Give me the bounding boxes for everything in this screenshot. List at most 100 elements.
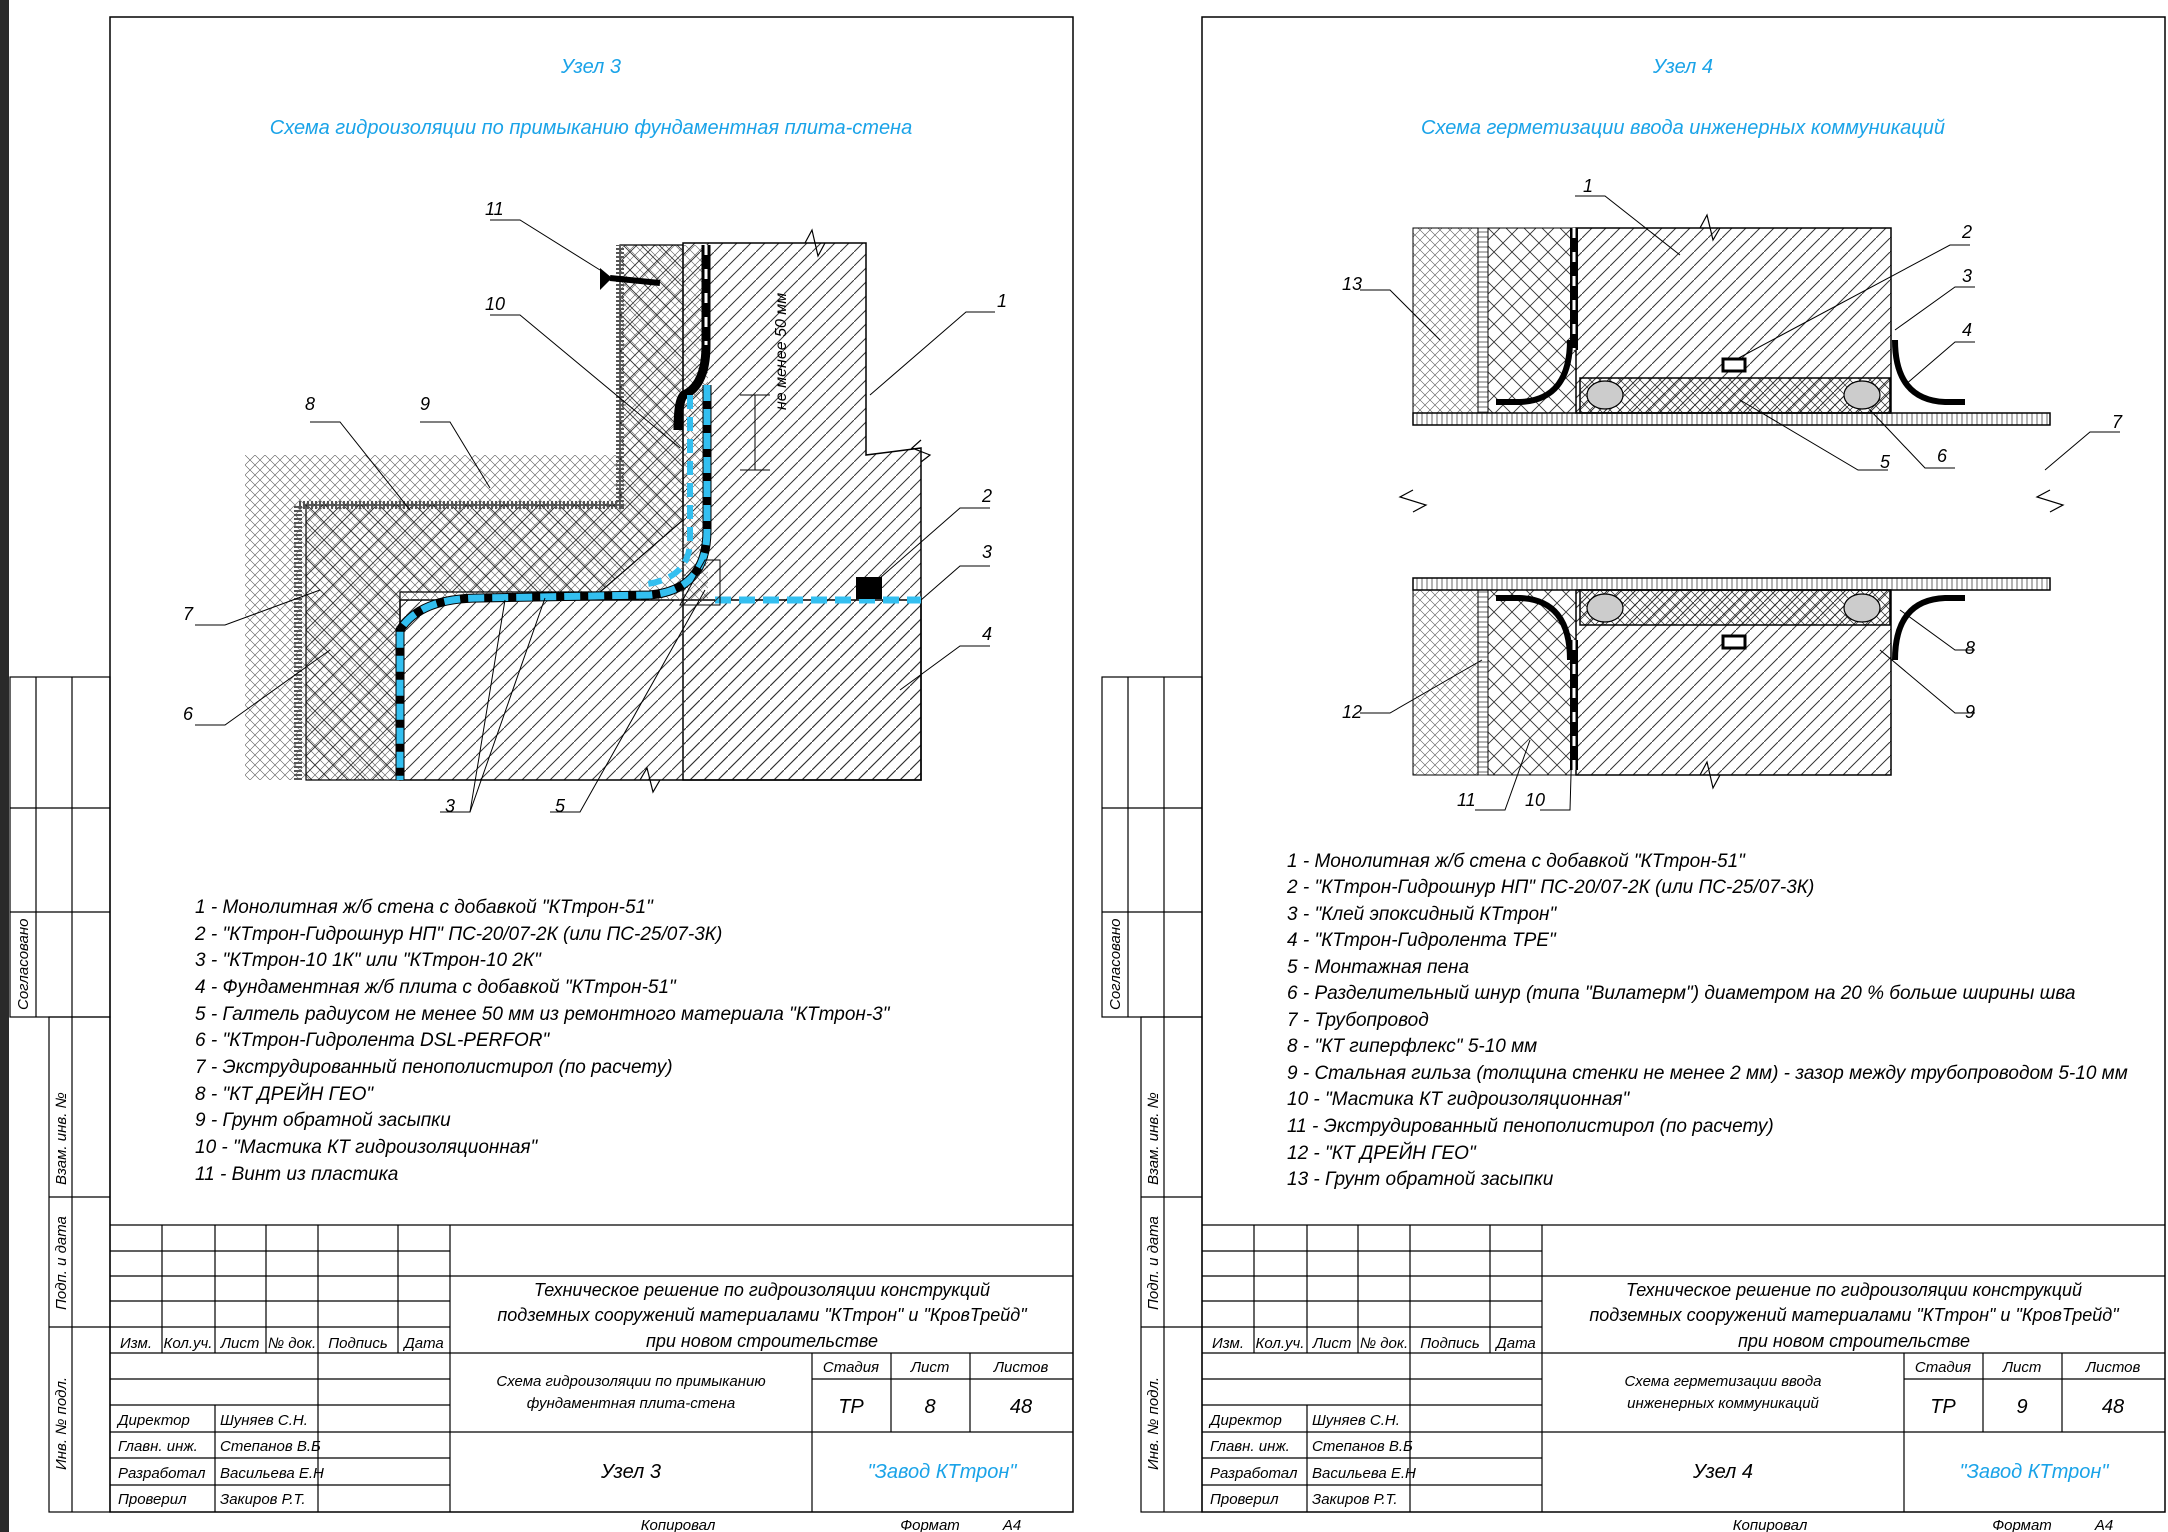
hdr-doc: № док.: [1360, 1335, 1408, 1352]
name-check: Закиров Р.Т.: [1312, 1491, 1398, 1508]
mounting-foam: [1579, 377, 1891, 414]
callout-3: 3: [982, 542, 992, 562]
insulation-foam: [305, 244, 684, 781]
separator-cord: [1586, 380, 1624, 410]
legend-item: 12 - "КТ ДРЕЙН ГЕО": [1287, 1142, 1477, 1164]
callout-1: 1: [1583, 176, 1593, 196]
sheet-value: 8: [924, 1396, 935, 1418]
company-name: "Завод КТтрон": [867, 1461, 1017, 1483]
project-line-1: Техническое решение по гидроизоляции кон…: [1626, 1280, 2082, 1300]
sheet-node-3: Согласовано Взам. инв. № Подп. и дата Ин…: [9, 16, 1074, 1532]
hdr-list: Лист: [220, 1335, 260, 1352]
role-check: Проверил: [118, 1491, 187, 1508]
legend-item: 10 - "Мастика КТ гидроизоляционная": [1287, 1089, 1631, 1110]
legend-item: 13 - Грунт обратной засыпки: [1287, 1169, 1554, 1190]
callout-9: 9: [1965, 702, 1975, 722]
callout-11: 11: [1457, 790, 1476, 810]
callout-4: 4: [982, 624, 992, 644]
drain-membrane: [294, 245, 624, 780]
callout-1: 1: [997, 291, 1007, 311]
project-line-2: подземных сооружений материалами "КТтрон…: [497, 1305, 1028, 1325]
name-director: Шуняев С.Н.: [220, 1412, 308, 1429]
project-line-2: подземных сооружений материалами "КТтрон…: [1589, 1305, 2120, 1325]
node-subtitle: Схема гидроизоляции по примыканию фундам…: [270, 117, 912, 139]
name-dev: Васильева Е.Н: [1312, 1465, 1416, 1482]
legend: 1 - Монолитная ж/б стена с добавкой "КТт…: [1286, 851, 2128, 1190]
sheet-name-2: фундаментная плита-стена: [527, 1395, 735, 1412]
role-director: Директор: [1208, 1412, 1282, 1429]
side-label-sign-date: Подп. и дата: [53, 1216, 70, 1310]
callout-12: 12: [1342, 702, 1362, 722]
callout-3b: 3: [445, 796, 455, 816]
side-label-inv-orig: Инв. № подл.: [53, 1377, 70, 1470]
legend-item: 4 - "КТтрон-Гидролента TPE": [1287, 930, 1557, 951]
plastic-screw: [600, 268, 661, 290]
copied-label: Копировал: [641, 1517, 716, 1532]
foundation-slab: [399, 599, 922, 781]
role-dev: Разработал: [118, 1465, 206, 1482]
sheet-name-1: Схема гидроизоляции по примыканию: [496, 1373, 765, 1390]
callout-6: 6: [183, 704, 194, 724]
legend-item: 8 - "КТ ДРЕЙН ГЕО": [195, 1083, 374, 1105]
side-label-swap-inv: Взам. инв. №: [1145, 1092, 1162, 1185]
hdr-sheet: Лист: [910, 1359, 950, 1376]
callout-3: 3: [1962, 266, 1972, 286]
hdr-sheets: Листов: [2085, 1359, 2141, 1376]
project-line-3: при новом строительстве: [1738, 1331, 1970, 1351]
callout-4: 4: [1962, 320, 1972, 340]
hdr-sheets: Листов: [993, 1359, 1049, 1376]
callout-6: 6: [1937, 446, 1948, 466]
sheets-value: 48: [1010, 1396, 1032, 1418]
legend-item: 11 - Винт из пластика: [195, 1164, 398, 1185]
title-block: [1202, 1224, 2165, 1512]
legend-item: 5 - Галтель радиусом не менее 50 мм из р…: [195, 1004, 891, 1025]
blue-tape: [396, 385, 711, 780]
hdr-list: Лист: [1312, 1335, 1352, 1352]
hdr-izm: Изм.: [1212, 1335, 1244, 1352]
hdr-sheet: Лист: [2002, 1359, 2042, 1376]
format-value: А4: [1002, 1517, 1021, 1532]
callout-8: 8: [1965, 638, 1975, 658]
legend-item: 6 - Разделительный шнур (типа "Вилатерм"…: [1287, 983, 2076, 1004]
hydro-cord: [1721, 357, 1747, 373]
node-value: Узел 4: [1692, 1461, 1753, 1483]
node-title: Узел 4: [1652, 56, 1713, 78]
side-label-agreed: Согласовано: [1107, 919, 1124, 1011]
hdr-sign: Подпись: [328, 1335, 388, 1352]
name-chief: Степанов В.Б: [1312, 1438, 1413, 1455]
leaders: [1360, 195, 2120, 811]
hdr-date: Дата: [1494, 1335, 1536, 1352]
node4-drawing: 1 2 3 4 5 6 7 8 9 10 11 12 13: [1342, 176, 2123, 811]
legend-item: 11 - Экструдированный пенополистирол (по…: [1287, 1116, 1774, 1137]
sheet-node-4: Согласовано Взам. инв. № Подп. и дата Ин…: [1101, 16, 2166, 1532]
legend-item: 10 - "Мастика КТ гидроизоляционная": [195, 1137, 539, 1158]
stage-value: ТР: [838, 1396, 864, 1418]
sheets-value: 48: [2102, 1396, 2124, 1418]
node-subtitle: Схема герметизации ввода инженерных комм…: [1421, 117, 1945, 139]
hydro-cord: [856, 577, 882, 599]
callout-2: 2: [1961, 222, 1972, 242]
role-chief: Главн. инж.: [1210, 1438, 1290, 1455]
name-director: Шуняев С.Н.: [1312, 1412, 1400, 1429]
hdr-stage: Стадия: [1915, 1359, 1971, 1376]
legend-item: 4 - Фундаментная ж/б плита с добавкой "К…: [195, 977, 677, 998]
callout-7: 7: [183, 604, 194, 624]
role-check: Проверил: [1210, 1491, 1279, 1508]
format-label: Формат: [1992, 1517, 2052, 1532]
callout-11: 11: [485, 199, 504, 219]
hdr-sign: Подпись: [1420, 1335, 1480, 1352]
project-line-1: Техническое решение по гидроизоляции кон…: [534, 1280, 990, 1300]
side-strip: [1101, 676, 1203, 1513]
legend-item: 9 - Стальная гильза (толщина стенки не м…: [1287, 1063, 2128, 1084]
legend-item: 3 - "КТтрон-10 1К" или "КТтрон-10 2К": [195, 950, 542, 971]
node-title: Узел 3: [560, 56, 621, 78]
hdr-izm: Изм.: [120, 1335, 152, 1352]
project-line-3: при новом строительстве: [646, 1331, 878, 1351]
leaders: [195, 219, 995, 813]
dimension-note: не менее 50 мм: [773, 293, 790, 410]
side-strip: [9, 676, 111, 1513]
node3-drawing: не менее 50 мм 1 2 3 4 5 6: [183, 199, 1007, 816]
side-label-sign-date: Подп. и дата: [1145, 1216, 1162, 1310]
window-edge-bar: [0, 0, 9, 1532]
role-director: Директор: [116, 1412, 190, 1429]
